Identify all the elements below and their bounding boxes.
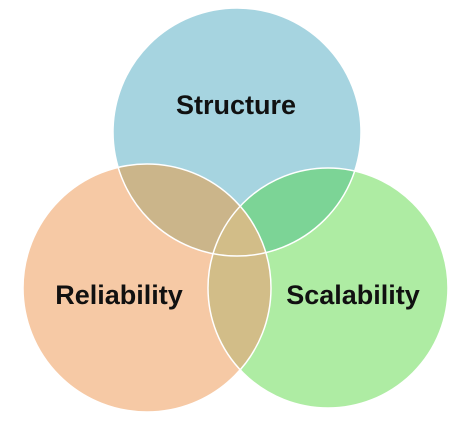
- reliability-label: Reliability: [55, 280, 183, 310]
- reliability-outline: [22, 163, 272, 413]
- structure-reliability-overlap: [113, 164, 271, 256]
- structure-scalability-overlap: [208, 168, 361, 256]
- structure-label: Structure: [176, 90, 296, 120]
- structure-outline: [112, 7, 362, 257]
- scalability-outline: [207, 167, 449, 409]
- scalability-label: Scalability: [286, 280, 420, 310]
